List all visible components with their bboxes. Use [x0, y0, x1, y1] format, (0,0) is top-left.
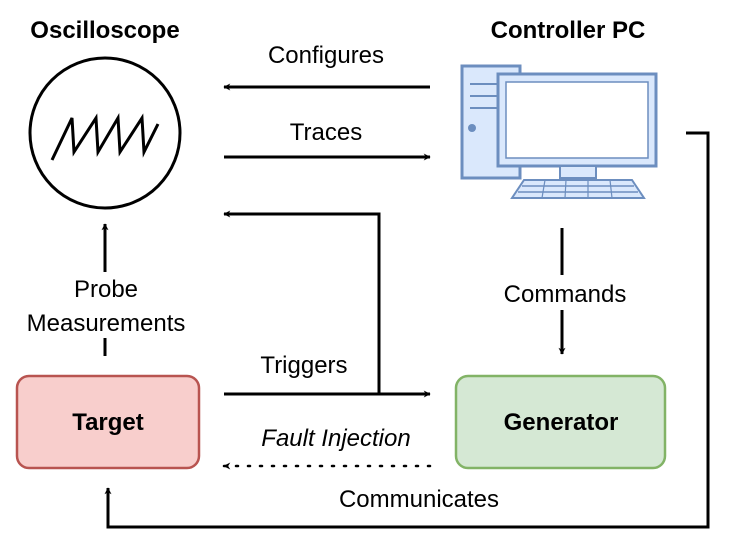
communicates-label: Communicates [339, 486, 499, 513]
oscilloscope-title: Oscilloscope [30, 17, 179, 44]
probe-label-line2: Measurements [27, 310, 186, 337]
configures-label: Configures [268, 42, 384, 69]
computer-icon [460, 64, 658, 199]
target-label: Target [72, 409, 144, 436]
commands-label: Commands [504, 281, 627, 308]
probe-label-line1: Probe [74, 276, 138, 303]
generator-node: Generator [454, 374, 667, 470]
generator-label: Generator [504, 409, 619, 436]
triggers-label: Triggers [260, 352, 347, 379]
trigger-to-oscilloscope-arrow [223, 210, 381, 394]
communicates-arrow [104, 131, 710, 529]
controller-pc-title: Controller PC [491, 17, 646, 44]
oscilloscope-icon [28, 56, 182, 210]
fault-injection-label: Fault Injection [261, 425, 410, 452]
traces-label: Traces [290, 119, 362, 146]
target-node: Target [15, 374, 201, 470]
